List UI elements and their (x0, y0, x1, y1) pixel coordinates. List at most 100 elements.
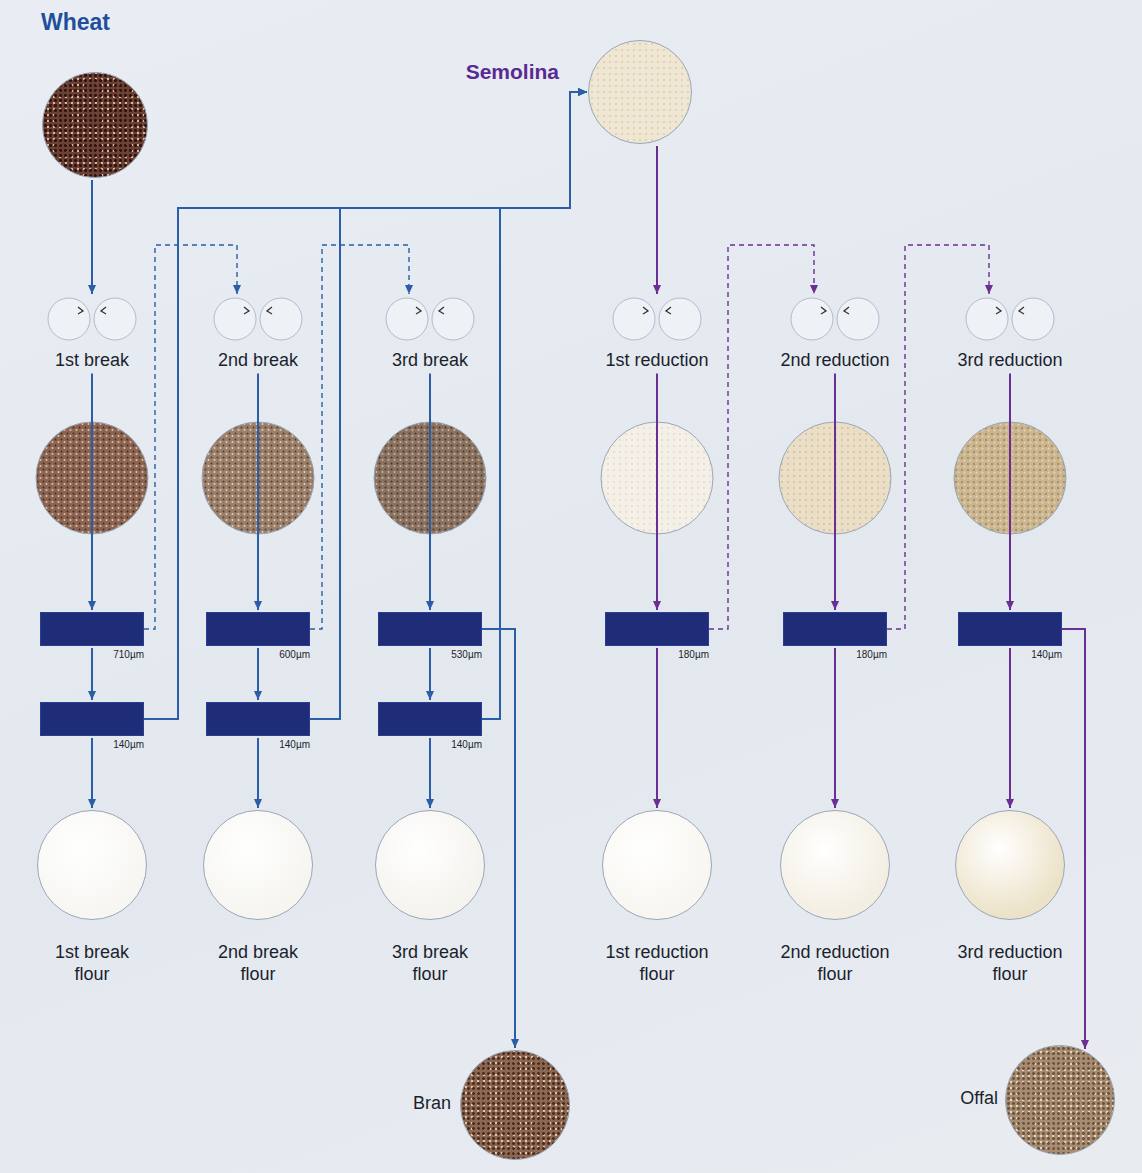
roller-pair: 1st break (21, 296, 163, 372)
roller (432, 298, 474, 340)
node-label: 3rd break flour (380, 942, 480, 985)
flow-arrow (257, 738, 259, 808)
aperture-label: 140µm (113, 739, 144, 751)
flow-arrow (1009, 648, 1011, 808)
roller (214, 298, 256, 340)
roller (386, 298, 428, 340)
roller-pair: 2nd reduction (764, 296, 906, 372)
node-label: Offal (944, 1088, 998, 1110)
rotation-mark (78, 307, 83, 314)
rotation-mark (844, 307, 849, 314)
flour-sample: 3rd break flour (355, 810, 505, 985)
sieve: 710µm (40, 612, 144, 646)
flow-arrow (834, 374, 836, 610)
bran-sample: Bran (460, 1050, 570, 1160)
flow-arrow (91, 738, 93, 808)
node-label: 1st reduction (586, 350, 728, 372)
rotation-mark (666, 307, 671, 314)
roller (791, 298, 833, 340)
flow-arrow (1009, 374, 1011, 610)
node-label: 1st reduction flour (596, 942, 718, 985)
roller (48, 298, 90, 340)
aperture-label: 530µm (451, 649, 482, 661)
sieve: 140µm (378, 702, 482, 736)
node-label: 1st break flour (42, 942, 142, 985)
node-label: 3rd reduction (939, 350, 1081, 372)
aperture-label: 180µm (856, 649, 887, 661)
flour-circle (203, 810, 313, 920)
rotation-mark (416, 307, 421, 314)
grain-sample: Wheat (42, 72, 148, 178)
semolina-sample: Semolina (588, 40, 692, 144)
aperture-label: 180µm (678, 649, 709, 661)
rotation-mark (244, 307, 249, 314)
rotation-mark (996, 307, 1001, 314)
flow-arrow (656, 648, 658, 808)
roller-pair: 2nd break (187, 296, 329, 372)
roller-icon (384, 296, 476, 342)
flour-sample: 2nd reduction flour (760, 810, 910, 985)
sieve: 140µm (958, 612, 1062, 646)
flour-sample: 3rd reduction flour (935, 810, 1085, 985)
flour-sample: 2nd break flour (183, 810, 333, 985)
roller-icon (789, 296, 881, 342)
node-label: 2nd break (187, 350, 329, 372)
rotation-mark (267, 307, 272, 314)
sieve: 140µm (40, 702, 144, 736)
roller-pair: 3rd reduction (939, 296, 1081, 372)
flow-arrow (429, 374, 431, 610)
aperture-label: 710µm (113, 649, 144, 661)
flow-arrow (429, 738, 431, 808)
flow-arrow (310, 92, 587, 719)
roller (94, 298, 136, 340)
rotation-mark (101, 307, 106, 314)
sieve: 140µm (206, 702, 310, 736)
node-label: Semolina (413, 59, 559, 84)
flow-arrow (1062, 629, 1085, 1049)
roller (837, 298, 879, 340)
node-label: 2nd reduction flour (774, 942, 896, 985)
node-label: Bran (383, 1093, 451, 1115)
roller (260, 298, 302, 340)
flour-circle (780, 810, 890, 920)
flow-arrow (482, 92, 587, 719)
rotation-mark (643, 307, 648, 314)
sieve: 530µm (378, 612, 482, 646)
flow-arrow (429, 648, 431, 700)
flow-arrow (482, 629, 515, 1048)
flow-arrow (257, 648, 259, 700)
flow-arrow (91, 180, 93, 294)
node-label: Wheat (41, 9, 161, 37)
sieve: 600µm (206, 612, 310, 646)
roller (1012, 298, 1054, 340)
roller (659, 298, 701, 340)
flow-arrow (257, 374, 259, 610)
aperture-label: 140µm (279, 739, 310, 751)
rotation-mark (439, 307, 444, 314)
flow-arrow (144, 92, 587, 719)
flour-sample: 1st reduction flour (582, 810, 732, 985)
node-label: 3rd reduction flour (949, 942, 1071, 985)
roller (966, 298, 1008, 340)
flow-arrow (656, 146, 658, 294)
sieve: 180µm (783, 612, 887, 646)
offal-sample: Offal (1005, 1045, 1115, 1155)
roller-icon (212, 296, 304, 342)
roller-icon (611, 296, 703, 342)
roller-icon (964, 296, 1056, 342)
rotation-mark (821, 307, 826, 314)
roller-icon (46, 296, 138, 342)
node-label: 2nd break flour (208, 942, 308, 985)
flour-circle (602, 810, 712, 920)
flow-arrow (91, 374, 93, 610)
rotation-mark (1019, 307, 1024, 314)
flour-sample: 1st break flour (17, 810, 167, 985)
roller-pair: 1st reduction (586, 296, 728, 372)
aperture-label: 600µm (279, 649, 310, 661)
sieve: 180µm (605, 612, 709, 646)
flow-arrow (834, 648, 836, 808)
roller (613, 298, 655, 340)
flour-circle (955, 810, 1065, 920)
